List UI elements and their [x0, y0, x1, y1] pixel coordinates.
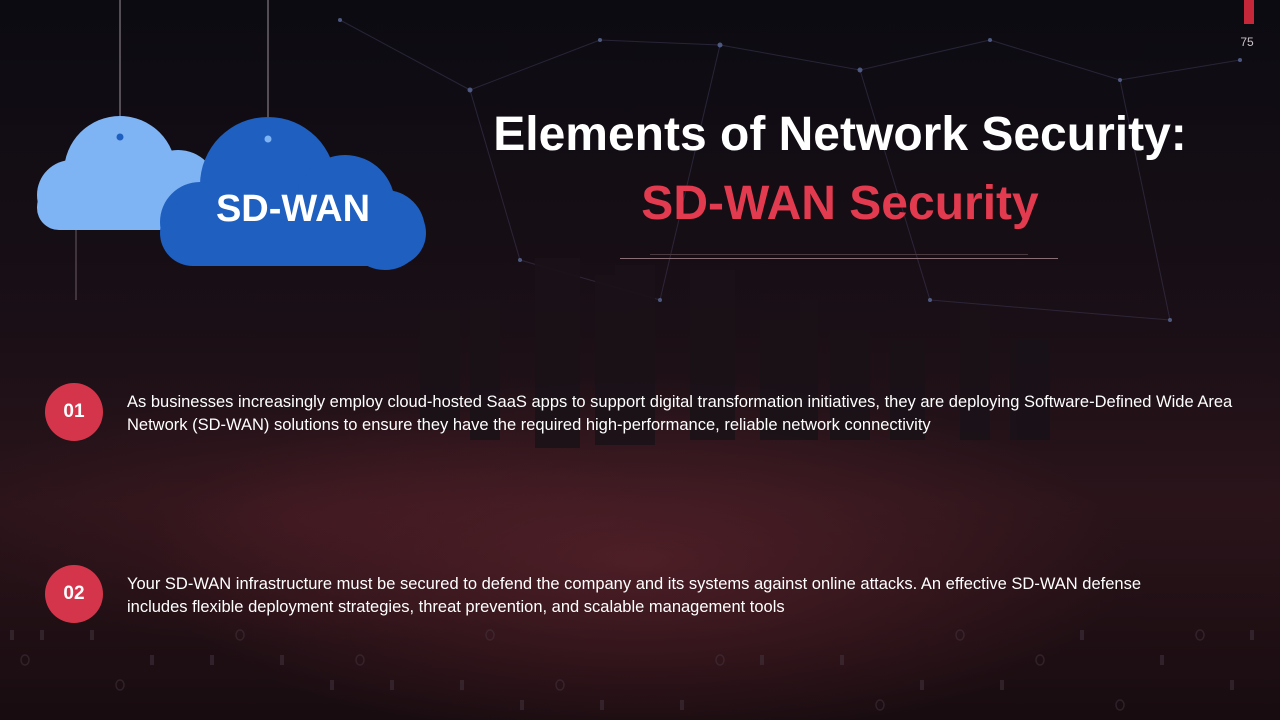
point-text-1: As businesses increasingly employ cloud-…	[127, 393, 1233, 434]
title-divider	[620, 258, 1058, 259]
slide-title: Elements of Network Security: SD-WAN Sec…	[440, 102, 1240, 240]
cloud-label: SD-WAN	[215, 188, 371, 230]
point-number-badge-2: 02	[45, 565, 103, 623]
page-number: 75	[1240, 35, 1254, 49]
corner-accent-bar	[1244, 0, 1254, 24]
point-number-badge-1: 01	[45, 383, 103, 441]
title-line-1: Elements of Network Security:	[493, 108, 1187, 161]
binary-pattern-decoration	[10, 629, 1254, 711]
title-divider-inner	[650, 254, 1028, 255]
sd-wan-cloud-icon	[37, 0, 426, 300]
title-line-2: SD-WAN Security	[641, 177, 1039, 230]
dark-cloud-shape	[160, 117, 426, 270]
point-text-2: Your SD-WAN infrastructure must be secur…	[127, 575, 1142, 616]
